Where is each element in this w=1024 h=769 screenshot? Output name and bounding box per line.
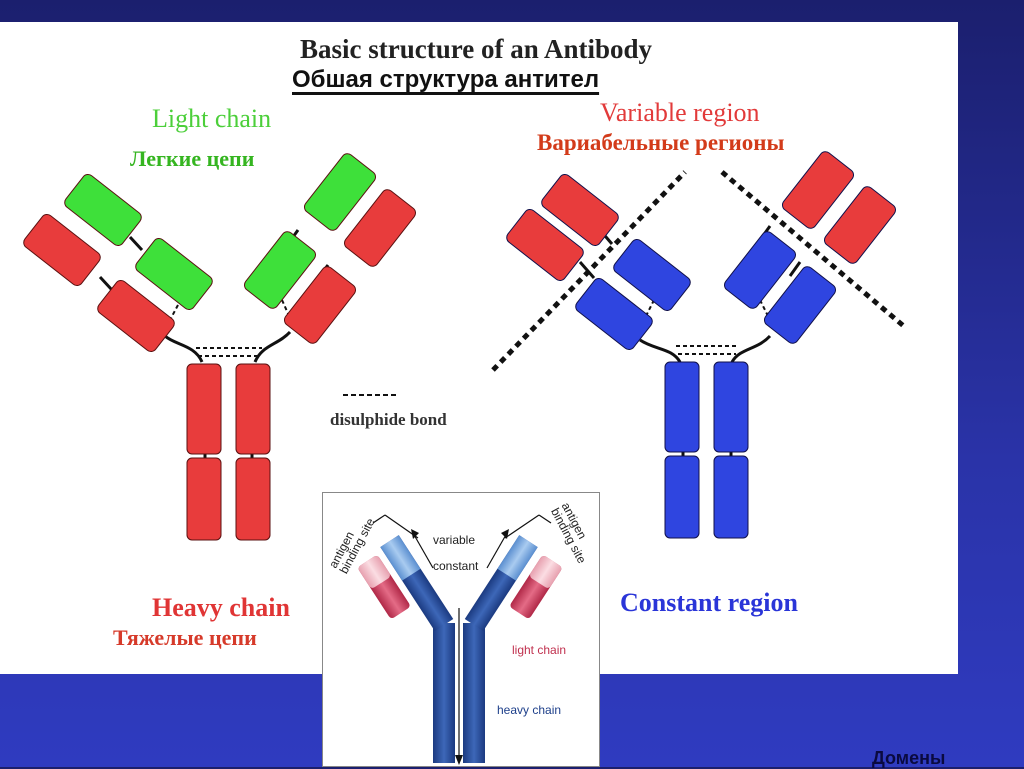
variable-boundary-left [491,170,687,372]
left-stem-ch2-left [186,363,222,455]
variable-region-label-ru: Вариабельные регионы [537,130,785,155]
right-stem-ch2-right [713,361,749,453]
inset-variable-label: variable [433,533,476,547]
variable-region-label-en: Variable region [600,98,760,127]
title-russian: Обшая структура антител [292,66,600,93]
left-antibody [20,150,419,541]
inset-antibody-svg [358,514,562,765]
inset-heavy-arm-right-variable [497,535,538,581]
constant-region-label: Constant region [620,588,798,617]
inset-heavy-chain-label: heavy chain [497,703,562,717]
title-english: Basic structure of an Antibody [300,34,653,64]
light-chain-label-ru: Легкие цепи [130,146,255,171]
inset-heavy-stem-right [463,623,485,763]
left-stem-ch2-right [235,363,271,455]
light-chain-label-en: Light chain [152,104,272,133]
right-stem-ch2-left [664,361,700,453]
inset-heavy-stem-left [433,623,455,763]
heavy-chain-label-en: Heavy chain [152,593,290,622]
inset-diagram: antigen binding site antigen binding sit… [322,492,600,767]
corner-text: Домены [872,748,946,768]
heavy-chain-label-ru: Тяжелые цепи [113,625,257,650]
variable-boundary-right [720,170,908,330]
left-stem-ch3-left [186,457,222,541]
inset-light-chain-label: light chain [512,643,567,657]
left-stem-ch3-right [235,457,271,541]
disulphide-bond-label: disulphide bond [330,410,447,429]
inset-heavy-arm-left-variable [380,535,421,581]
inset-light-chain-right-variable [530,555,562,588]
inset-constant-label: constant [433,559,479,573]
right-antibody [503,148,899,539]
right-stem-ch3-left [664,455,700,539]
right-stem-ch3-right [713,455,749,539]
inset-light-chain-left-variable [358,555,390,588]
